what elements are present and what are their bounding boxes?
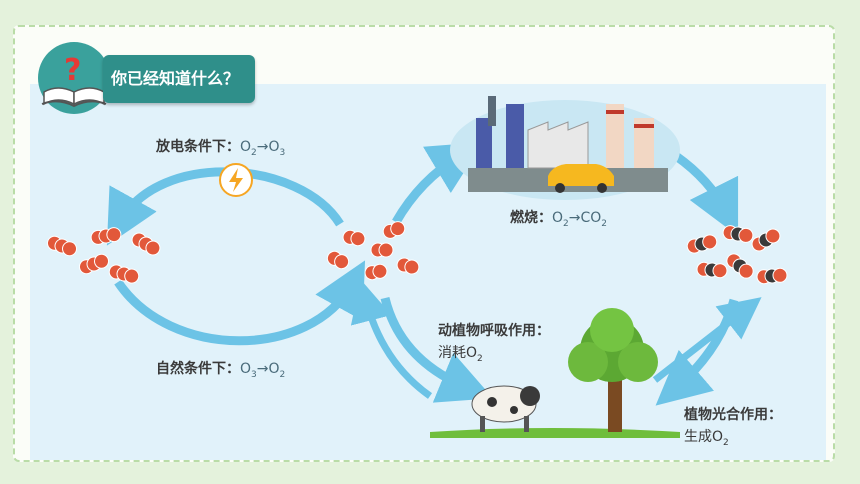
ozone-molecule [78,253,110,275]
grass-ground [430,428,680,438]
factory-icon [450,96,680,200]
ozone-molecule [108,264,140,284]
arrow-to-factory [392,142,484,225]
oxygen-molecule [342,229,366,247]
photosynthesis-label: 植物光合作用： [684,407,782,423]
arrow-to-co2 [673,152,739,237]
ozone-molecule [46,235,78,257]
co2-molecule [751,228,781,252]
oxygen-molecule [364,263,388,281]
natural-label: 自然条件下：O3→O2 [156,358,285,380]
tree-icon [568,308,658,432]
co2-molecules-right [686,225,788,285]
natural-formula: O3→O2 [240,361,286,380]
burning-label: 燃烧：O2→CO2 [510,207,607,229]
lightning-icon [219,163,253,197]
photosynthesis-text: 生成O2 [684,429,729,448]
burning-label-text: 燃烧： [510,210,552,226]
oxygen-molecule [382,221,406,239]
ozone-molecules-left [46,227,161,284]
oxygen-molecules-center [326,221,420,281]
natural-label-text: 自然条件下： [156,361,240,377]
co2-molecule [722,225,754,243]
ozone-molecule [90,227,122,245]
respiration-text: 消耗O2 [438,345,483,364]
arrow-tree-to-o2 [652,297,762,383]
respiration-label: 动植物呼吸作用： [438,323,550,339]
discharge-label: 放电条件下：O2→O3 [156,136,285,158]
burning-formula: O2→CO2 [552,210,608,229]
car-icon [548,164,614,193]
co2-molecule [696,261,728,279]
discharge-formula: O2→O3 [240,139,286,158]
oxygen-molecule [396,257,420,275]
arrow-bottom-left [114,260,366,346]
co2-molecule [686,234,718,254]
co2-molecule [726,253,754,279]
arrow-cow-to-o2 [350,279,433,399]
oxygen-molecule [370,242,394,258]
page-title: 你已经知道什么？ [103,55,255,103]
co2-molecule [756,267,788,285]
discharge-label-text: 放电条件下： [156,139,240,155]
ozone-molecule [131,232,161,256]
oxygen-molecule [326,250,350,270]
cow-icon [471,385,540,432]
